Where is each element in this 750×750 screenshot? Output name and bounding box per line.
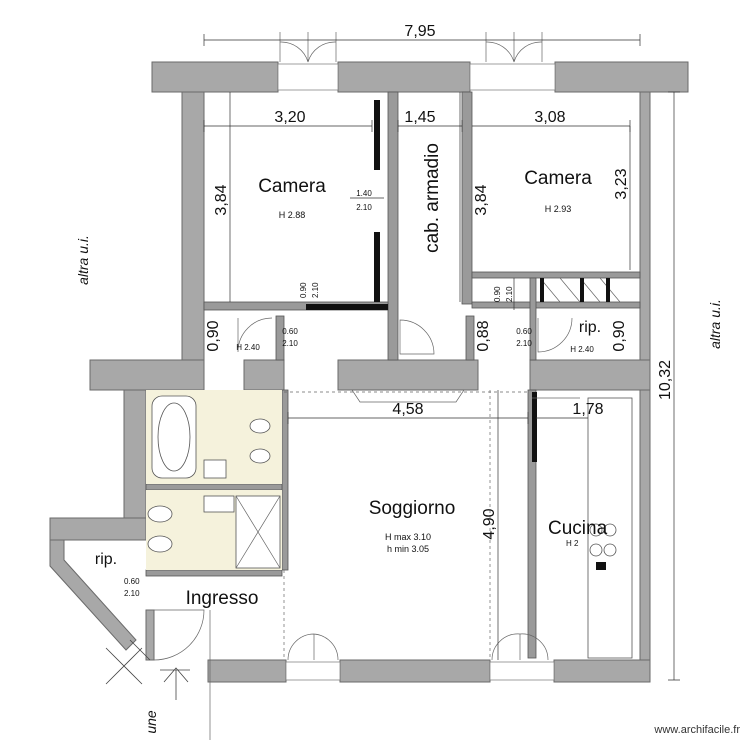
door2-height: 2.10 [311,282,320,298]
dimension-lines [203,34,680,681]
dim-camera2-width: 3,08 [534,109,565,126]
bathroom-fixtures [146,390,282,570]
door6-width: 0.60 [124,577,140,586]
room-rip-left-height: H 2.40 [236,343,260,352]
kitchen-fixtures [587,397,633,659]
room-rip-right-name: rip. [579,319,601,336]
room-camera2-name: Camera [524,168,592,189]
doors [105,32,580,740]
room-camera1-height: H 2.88 [279,210,306,220]
dim-armadio-width: 1,45 [404,109,435,126]
room-rip-right-height: H 2.40 [570,345,594,354]
room-ingresso-name: Ingresso [186,588,259,609]
dim-total-width: 7,95 [404,23,435,40]
door2-width: 0.90 [299,282,308,298]
room-soggiorno-name: Soggiorno [369,498,456,519]
dim-camera1-depth: 3,84 [213,184,230,215]
door6-height: 2.10 [124,589,140,598]
door1-height: 2.10 [356,203,372,212]
dim-rip1-depth: 0,90 [205,320,222,351]
door5-width: 0.60 [516,327,532,336]
closet-shelves [539,277,621,303]
dim-rip2-depth: 0,90 [611,320,628,351]
walls [49,61,689,683]
note-altra-left: altra u.i. [75,235,91,285]
credit-text: www.archifacile.fr [654,724,740,736]
room-armadio-name: cab. armadio [422,143,443,253]
room-camera2-height: H 2.93 [545,204,572,214]
room-rip-entry-name: rip. [95,551,117,568]
room-cucina-height: H 2 [566,539,579,548]
door3-width: 0.60 [282,327,298,336]
room-soggiorno-hmax: H max 3.10 [385,532,431,542]
note-bottom: une [143,710,159,734]
dim-camera2-depth: 3,23 [613,168,630,199]
dim-soggiorno-width: 4,58 [392,401,423,418]
dim-soggiorno-depth: 4,90 [481,508,498,539]
door3-height: 2.10 [282,339,298,348]
note-altra-right: altra u.i. [707,299,723,349]
room-soggiorno-hmin: h min 3.05 [387,544,429,554]
door4-height: 2.10 [505,286,514,302]
dim-armadio-depth: 3,84 [473,184,490,215]
door5-height: 2.10 [516,339,532,348]
room-camera1-name: Camera [258,176,326,197]
door1-width: 1.40 [356,189,372,198]
room-cucina-name: Cucina [548,518,608,539]
dim-cucina-width: 1,78 [572,401,603,418]
labels: 7,95 3,20 1,45 3,08 3,84 3,84 3,23 10,32… [75,23,723,734]
dim-camera1-width: 3,20 [274,109,305,126]
dim-rip-mid-depth: 0,88 [475,320,492,351]
door4-width: 0.90 [493,286,502,302]
dim-total-depth: 10,32 [657,360,674,400]
